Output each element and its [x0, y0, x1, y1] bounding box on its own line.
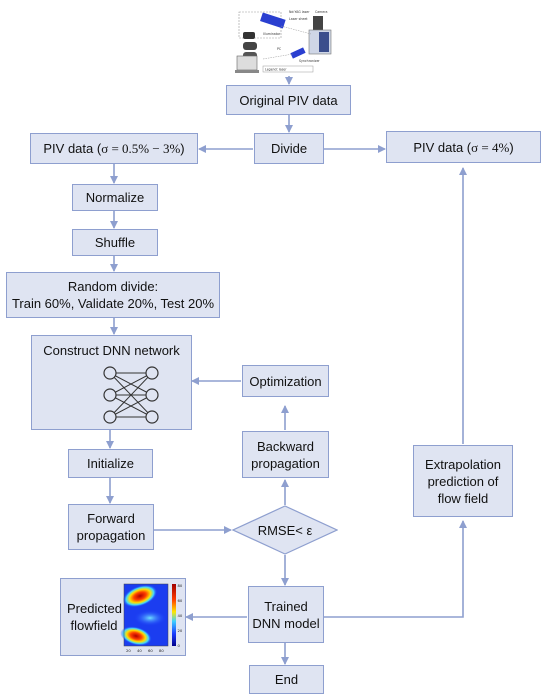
forward-label-line2: propagation: [76, 528, 146, 543]
x-tick-60: 60: [148, 648, 153, 653]
random-divide-box: Random divide: Train 60%, Validate 20%, …: [6, 272, 220, 318]
normalize-box: Normalize: [72, 184, 158, 211]
setup-label-synchronizer: Synchronizer: [299, 59, 320, 63]
x-tick-40: 40: [137, 648, 142, 653]
trained-line2: DNN model: [252, 615, 320, 631]
original-piv-data-label: Original PIV data: [239, 92, 338, 108]
setup-label-sheet: Laser sheet: [289, 17, 308, 21]
predicted-line2: flowfield: [70, 618, 118, 633]
piv-setup-illustration: Nd:YAG laser Camera Laser sheet Illumina…: [233, 4, 347, 76]
optimization-box: Optimization: [242, 365, 329, 397]
backward-label-line2: propagation: [251, 455, 320, 471]
forward-label-line1: Forward: [87, 511, 135, 526]
shuffle-label: Shuffle: [94, 235, 136, 250]
extrapolation-line3: flow field: [437, 490, 489, 506]
flowfield-heatmap-thumbnail: 80 60 40 20 0 20 40 60 80: [120, 583, 183, 653]
arrow-trained-to-extrapolation: [323, 520, 467, 618]
piv-data-train-box: PIV data (σ = 0.5% − 3%): [30, 133, 198, 164]
trained-line1: Trained: [264, 598, 308, 614]
colorbar-tick-20: 20: [178, 628, 183, 633]
divide-label: Divide: [270, 141, 308, 156]
rmse-label: RMSE< ε: [257, 522, 313, 538]
colorbar-tick-0: 0: [178, 643, 181, 648]
construct-dnn-label: Construct DNN network: [43, 343, 180, 358]
setup-label-laser: Nd:YAG laser: [289, 10, 310, 14]
sigma-value-math: σ = 4%: [471, 139, 510, 155]
extrapolation-box: Extrapolation prediction of flow field: [413, 445, 513, 517]
end-label: End: [274, 672, 299, 687]
initialize-label: Initialize: [87, 456, 134, 471]
setup-label-camera: Camera: [315, 10, 328, 14]
divide-box: Divide: [254, 133, 324, 164]
colorbar-tick-60: 60: [178, 598, 183, 603]
colorbar-tick-40: 40: [178, 613, 183, 618]
rmse-decision-diamond: [232, 505, 338, 555]
extrapolation-line2: prediction of: [427, 473, 499, 489]
initialize-box: Initialize: [68, 449, 153, 478]
optimization-label: Optimization: [249, 373, 322, 389]
setup-label-pc: PC: [277, 47, 282, 51]
end-box: End: [249, 665, 324, 694]
setup-label-legend: Legend: laser: [265, 68, 287, 72]
trained-dnn-box: Trained DNN model: [248, 586, 324, 643]
colorbar-tick-80: 80: [178, 583, 183, 588]
piv-data-train-label: PIV data (σ = 0.5% − 3%): [43, 141, 185, 156]
x-tick-20: 20: [126, 648, 131, 653]
random-divide-title: Random divide:: [67, 279, 159, 294]
piv-data-extrapolate-box: PIV data (σ = 4%): [386, 131, 541, 163]
extrapolation-line1: Extrapolation: [425, 456, 501, 472]
piv-data-extrapolate-label: PIV data (σ = 4%): [413, 139, 514, 155]
shuffle-box: Shuffle: [72, 229, 158, 256]
backward-propagation-box: Backward propagation: [242, 431, 329, 478]
neural-network-icon: [103, 366, 159, 424]
sigma-range-math: σ = 0.5% − 3%: [101, 141, 181, 156]
x-tick-80: 80: [159, 648, 164, 653]
normalize-label: Normalize: [85, 190, 145, 205]
forward-propagation-box: Forward propagation: [68, 504, 154, 550]
original-piv-data-box: Original PIV data: [226, 85, 351, 115]
setup-label-illuminator: Illuminator: [263, 32, 281, 36]
predicted-line1: Predicted: [67, 601, 122, 616]
construct-dnn-box: Construct DNN network: [31, 335, 192, 430]
random-divide-split: Train 60%, Validate 20%, Test 20%: [11, 296, 215, 311]
rmse-condition: RMSE< ε: [248, 518, 322, 542]
backward-label-line1: Backward: [256, 438, 315, 454]
